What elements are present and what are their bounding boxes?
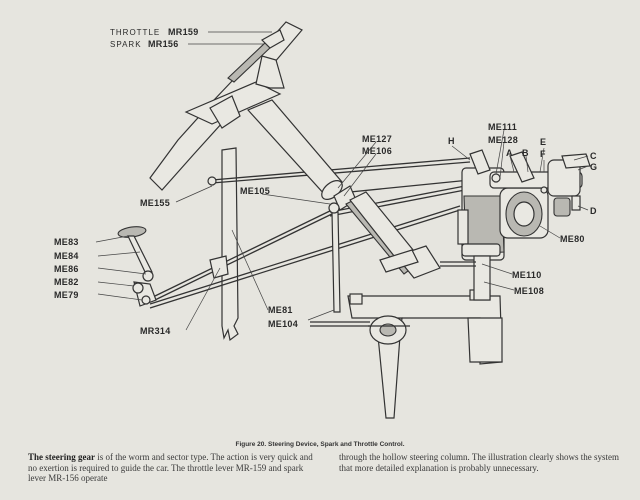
label-me83: ME83 (54, 237, 79, 247)
body-column-1-text: is of the worm and sector type. The acti… (28, 452, 313, 483)
body-column-1: The steering gear is of the worm and sec… (28, 452, 317, 484)
label-me127: ME127 (362, 134, 392, 144)
label-me106: ME106 (362, 146, 392, 156)
label-me84: ME84 (54, 251, 79, 261)
accelerator-pedal (117, 226, 229, 307)
frame-post (221, 147, 239, 342)
steering-wheel (149, 21, 303, 191)
label-f: F (540, 149, 546, 159)
label-me110: ME110 (512, 270, 542, 280)
label-me155: ME155 (140, 198, 170, 208)
label-me108: ME108 (514, 286, 544, 296)
ball-joint-me155 (207, 176, 217, 186)
body-text: The steering gear is of the worm and sec… (28, 452, 628, 484)
label-e: E (540, 137, 546, 147)
lead-phrase: The steering gear (28, 452, 95, 462)
label-b: B (522, 148, 529, 158)
label-me80: ME80 (560, 234, 585, 244)
vertical-link-me81 (331, 211, 341, 313)
body-column-2-text: through the hollow steering column. The … (339, 452, 620, 473)
carburetor-assembly (440, 149, 591, 301)
label-d: D (590, 206, 597, 216)
label-me111: ME111 (488, 122, 517, 132)
label-me81: ME81 (268, 305, 293, 315)
body-column-2: through the hollow steering column. The … (339, 452, 628, 484)
leader-lines (95, 31, 589, 331)
steering-column (246, 99, 343, 197)
steering-sector-base (310, 289, 503, 419)
label-mr314: MR314 (140, 326, 171, 336)
label-me104: ME104 (268, 319, 298, 329)
label-me128: ME128 (488, 135, 518, 145)
steering-gear-housing (345, 191, 441, 279)
label-g: G (590, 162, 597, 172)
throttle-label: THROTTLE (110, 28, 160, 37)
label-me82: ME82 (54, 277, 79, 287)
steering-device-diagram: THROTTLE MR159 SPARK MR156 ME155 ME127 M… (54, 21, 597, 419)
label-me79: ME79 (54, 290, 79, 300)
spark-label: SPARK (110, 40, 142, 49)
throttle-part-label: MR159 (168, 27, 199, 37)
label-me86: ME86 (54, 264, 79, 274)
spark-part-label: MR156 (148, 39, 179, 49)
part-labels: THROTTLE MR159 SPARK MR156 ME155 ME127 M… (54, 27, 597, 336)
label-me105: ME105 (240, 186, 270, 196)
control-rods (149, 157, 491, 309)
figure-caption: Figure 20. Steering Device, Spark and Th… (235, 441, 405, 448)
label-c: C (590, 151, 597, 161)
label-h: H (448, 136, 455, 146)
label-a: A (506, 148, 513, 158)
